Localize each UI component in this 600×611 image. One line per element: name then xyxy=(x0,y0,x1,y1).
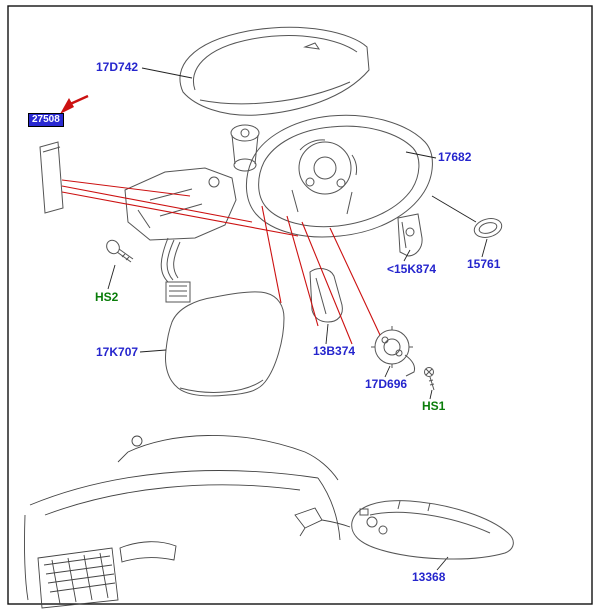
part-label-17d742[interactable]: 17D742 xyxy=(96,60,139,74)
repeater-lamp-drawing xyxy=(351,500,514,560)
label-leader-lines xyxy=(107,67,488,571)
part-label-17682[interactable]: 17682 xyxy=(438,150,472,164)
part-label-13b374[interactable]: 13B374 xyxy=(313,344,356,358)
part-label-17k707[interactable]: 17K707 xyxy=(96,345,139,359)
mirror-cover-drawing xyxy=(179,26,370,116)
mirror-arm-drawing xyxy=(124,167,237,241)
screw-hs1-drawing xyxy=(424,367,435,391)
car-sketch-drawing xyxy=(24,435,351,609)
mirror-pivot-drawing xyxy=(230,124,260,172)
callout-leader-lines xyxy=(61,179,381,345)
part-label-13368[interactable]: 13368 xyxy=(412,570,446,584)
cap-13b374-drawing xyxy=(309,268,343,323)
gasket-15761-drawing xyxy=(473,218,503,238)
part-label-27508-selected[interactable]: 27508 xyxy=(28,113,64,127)
part-label-hs2[interactable]: HS2 xyxy=(95,290,119,304)
selection-arrow-icon xyxy=(60,94,89,114)
mirror-housing-drawing xyxy=(246,114,433,238)
harness-connector-drawing xyxy=(160,237,191,303)
bolt-hs2-drawing xyxy=(106,239,134,263)
part-label-15k874[interactable]: <15K874 xyxy=(387,262,437,276)
adhesive-label-part-drawing xyxy=(39,141,64,214)
part-label-15761[interactable]: 15761 xyxy=(467,257,501,271)
page-frame xyxy=(7,5,593,605)
part-label-hs1[interactable]: HS1 xyxy=(422,399,446,413)
mirror-glass-drawing xyxy=(165,291,285,397)
part-label-17d696[interactable]: 17D696 xyxy=(365,377,408,391)
motor-17d696-drawing xyxy=(371,326,415,377)
bracket-15k874-drawing xyxy=(397,213,423,257)
